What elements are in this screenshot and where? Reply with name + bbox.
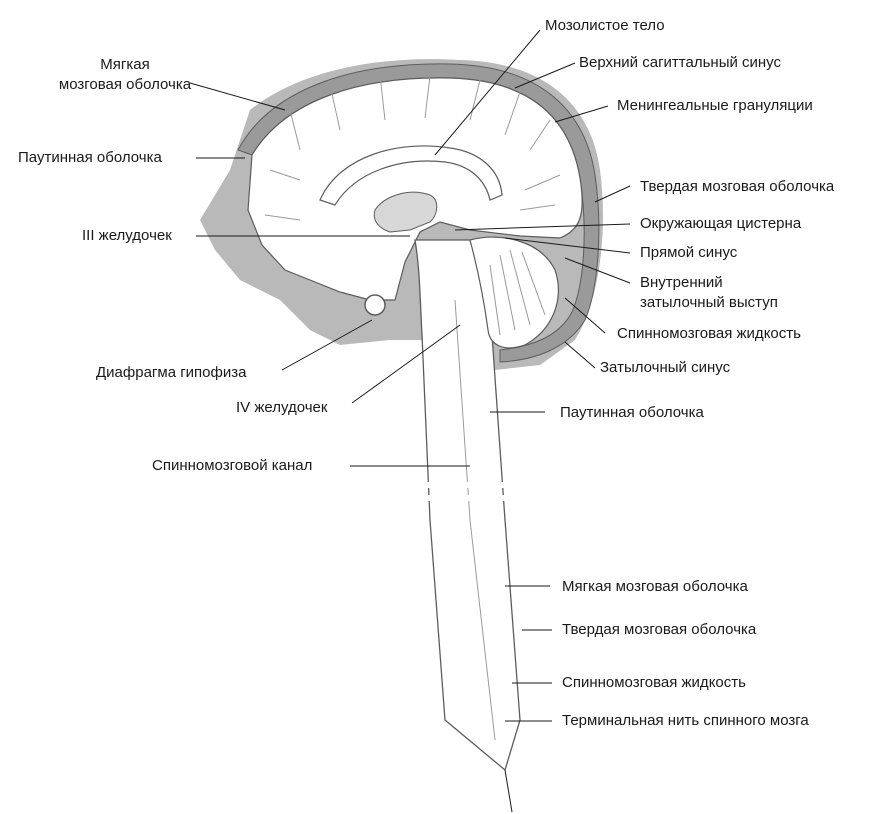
leader-straight-sinus	[504, 237, 631, 254]
leader-corpus-callosum	[434, 29, 541, 156]
leader-ambient-cistern	[454, 223, 631, 231]
label-fourth-ventricle: IV желудочек	[236, 399, 328, 416]
label-ambient-cistern: Окружающая цистерна	[640, 215, 802, 232]
label-internal-occipital-line1: Внутренний	[640, 274, 723, 291]
third-ventricle	[373, 191, 438, 233]
label-internal-occipital: Внутренний затылочный выступ	[640, 273, 778, 313]
label-occipital-sinus: Затылочный синус	[600, 359, 731, 376]
spinal-cord	[414, 239, 521, 772]
leader-occipital-sinus	[564, 341, 596, 369]
cerebrum	[247, 77, 583, 301]
label-pia-brain: Мягкая мозговая оболочка	[30, 55, 220, 95]
cerebellum	[469, 236, 559, 349]
leader-internal-occipital	[564, 257, 631, 284]
cerebellum-folia	[489, 249, 546, 336]
gyri-lines	[264, 74, 561, 221]
filum-terminale	[504, 769, 513, 813]
label-csf-brain: Спинномозговая жидкость	[617, 325, 801, 342]
leader-lines	[189, 29, 631, 722]
leader-fourth-ventricle	[351, 324, 461, 404]
spinal-canal-line	[454, 299, 496, 741]
leader-pituitary-diaphragm	[281, 319, 373, 371]
leader-granulations	[554, 105, 609, 123]
label-arachnoid-spinal: Паутинная оболочка	[560, 404, 704, 421]
label-meningeal-granulations: Менингеальные грануляции	[617, 97, 813, 114]
label-superior-sagittal-sinus: Верхний сагиттальный синус	[579, 54, 782, 71]
label-dura-spinal: Твердая мозговая оболочка	[562, 621, 757, 638]
label-arachnoid-brain: Паутинная оболочка	[18, 149, 162, 166]
label-pituitary-diaphragm: Диафрагма гипофиза	[96, 364, 247, 381]
cord-break-2	[425, 495, 520, 501]
label-third-ventricle: III желудочек	[82, 227, 172, 244]
label-dura-brain: Твердая мозговая оболочка	[640, 178, 835, 195]
label-corpus-callosum: Мозолистое тело	[545, 17, 665, 34]
label-pia-brain-line2: мозговая оболочка	[58, 76, 192, 93]
leader-sagittal-sinus	[514, 62, 576, 89]
cord-break-1	[425, 482, 520, 488]
label-internal-occipital-line2: затылочный выступ	[640, 294, 778, 311]
label-straight-sinus: Прямой синус	[640, 244, 738, 261]
leader-pia-brain	[189, 82, 286, 111]
leader-csf-brain	[564, 297, 606, 334]
label-spinal-canal: Спинномозговой канал	[152, 457, 313, 474]
label-filum-terminale: Терминальная нить спинного мозга	[562, 712, 809, 729]
label-pia-spinal: Мягкая мозговая оболочка	[562, 578, 748, 595]
pituitary-gland	[364, 294, 386, 316]
corpus-callosum	[319, 145, 503, 206]
leader-dura-brain	[594, 185, 631, 203]
label-csf-spinal: Спинномозговая жидкость	[562, 674, 746, 691]
label-pia-brain-line1: Мягкая	[100, 56, 150, 73]
